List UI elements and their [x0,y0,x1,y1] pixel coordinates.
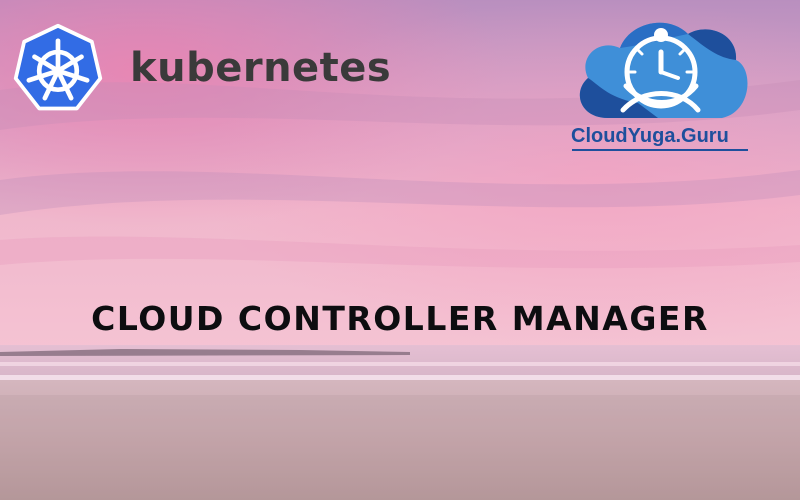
cloudyuga-name-part2: .Guru [675,125,729,147]
cloudyuga-underline [572,149,748,151]
cloudyuga-cloud-icon [579,22,748,119]
kubernetes-helm-icon [13,23,103,111]
cloudyuga-name-part1: CloudYuga [571,125,676,147]
kubernetes-wordmark: kubernetes [130,45,392,91]
banner-title: CLOUD CONTROLLER MANAGER [91,299,709,338]
cloudyuga-wordmark: CloudYuga.Guru [571,126,751,146]
